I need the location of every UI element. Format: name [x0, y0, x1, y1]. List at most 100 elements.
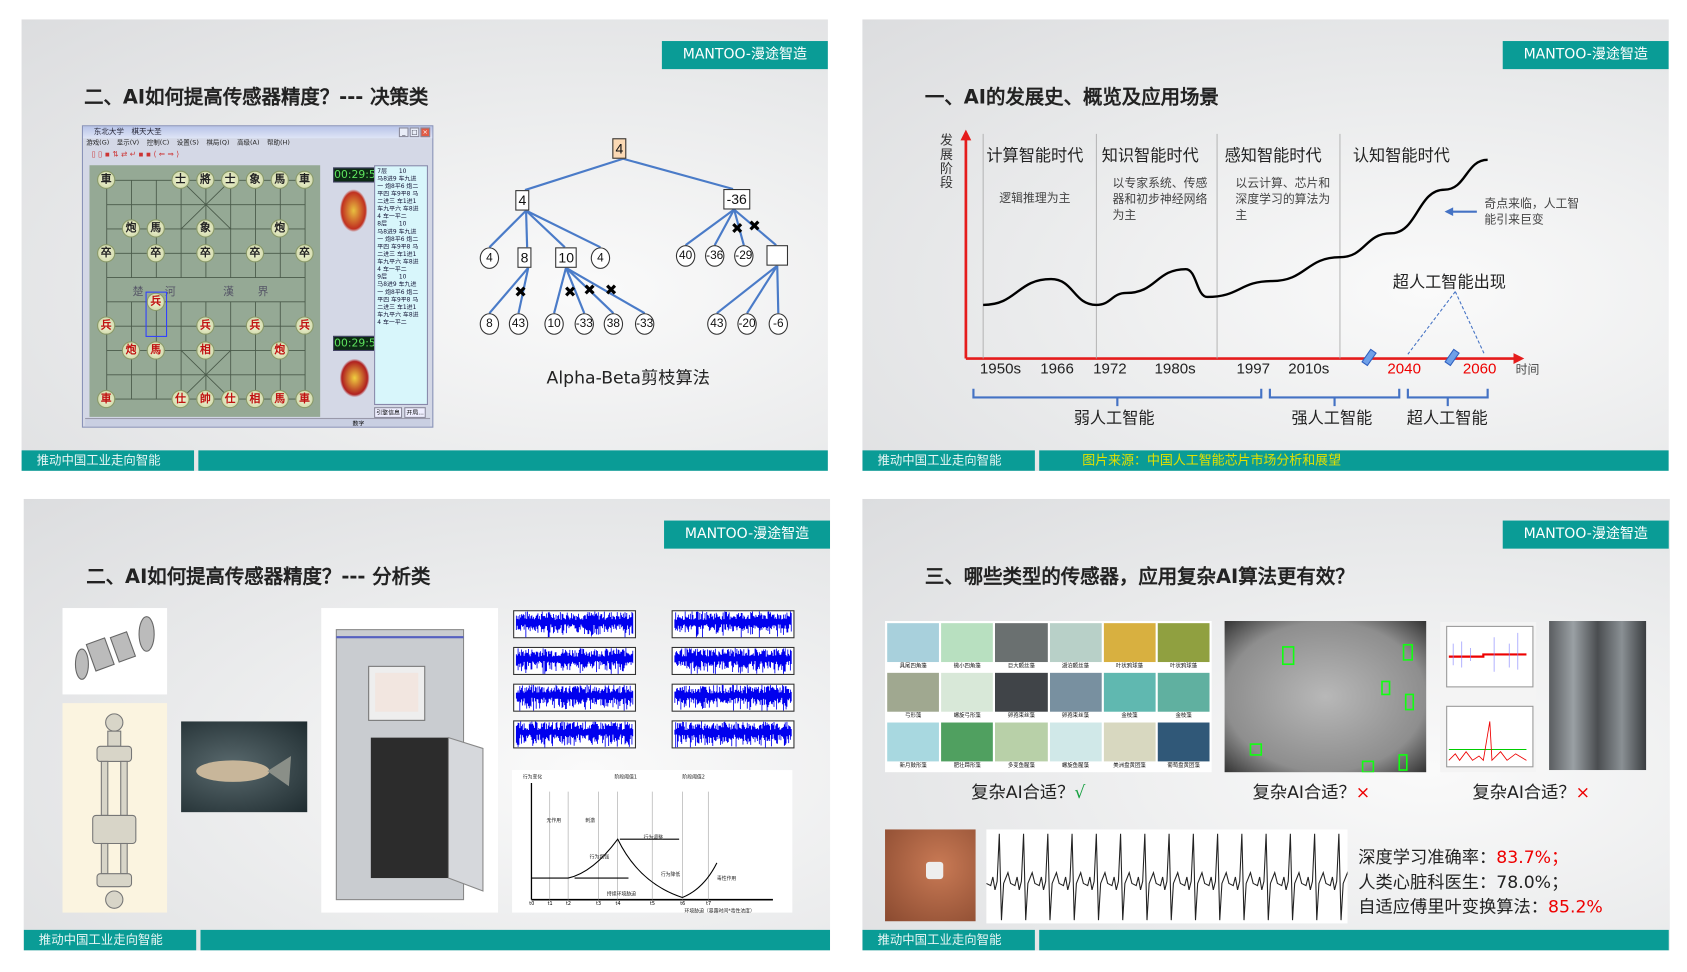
slide-title: 二、AI如何提高传感器精度？--- 决策类: [84, 86, 429, 110]
menu-item[interactable]: 显示(V): [116, 139, 140, 147]
chess-piece[interactable]: 帥: [196, 389, 215, 408]
chess-piece[interactable]: 車: [295, 389, 314, 408]
algae-label: 卵孢束丝藻: [1007, 712, 1035, 720]
tree-node: -33: [634, 313, 655, 335]
development-curve: [983, 158, 1488, 307]
close-icon[interactable]: ×: [420, 127, 431, 138]
chess-piece[interactable]: 車: [97, 170, 116, 189]
x-tick-label: 1980s: [1154, 359, 1196, 377]
chess-piece[interactable]: 兵: [245, 316, 265, 335]
menu-item[interactable]: 设置(S): [176, 139, 199, 147]
chess-piece[interactable]: 車: [97, 389, 116, 408]
chess-piece[interactable]: 卒: [245, 243, 265, 262]
chess-piece[interactable]: 卒: [295, 243, 314, 262]
footer: 推动中国工业走向智能: [21, 450, 828, 471]
chess-piece[interactable]: 馬: [270, 389, 289, 408]
tree-node: 10: [555, 247, 578, 268]
chess-board[interactable]: 楚河漢界車士將士象馬車炮馬象炮卒卒卒卒卒兵兵兵兵兵炮馬相炮車仕帥仕相馬車: [89, 165, 321, 417]
algae-label: 金枝藻: [1175, 712, 1192, 720]
tree-edge: [684, 208, 735, 247]
tree-node: 4: [479, 247, 500, 269]
behavior-chart-label: 行为增强: [589, 855, 610, 861]
vibration-waveform: [671, 646, 795, 676]
chess-piece[interactable]: 相: [245, 389, 265, 408]
algae-image: [887, 672, 940, 712]
chess-piece[interactable]: 炮: [270, 219, 289, 238]
tree-edge: [733, 209, 745, 246]
menu-item[interactable]: 高级(A): [237, 139, 260, 147]
tab-engine-info[interactable]: 引擎信息: [374, 407, 403, 418]
tree-node: 38: [603, 313, 624, 335]
behavior-tick: t3: [596, 901, 602, 908]
chess-piece[interactable]: 仕: [220, 389, 240, 408]
chess-piece[interactable]: 相: [196, 340, 215, 360]
chess-piece[interactable]: 炮: [270, 340, 289, 360]
algae-image: [1157, 672, 1210, 712]
move-line: 二进三 车1进1: [377, 304, 417, 312]
algae-sample: 巨大颤丝藻: [995, 623, 1048, 671]
chess-piece[interactable]: 卒: [97, 243, 116, 262]
suitability-caption: 复杂AI合适？×: [1253, 778, 1371, 804]
algae-sample: 金枝藻: [1157, 672, 1210, 721]
footer-slogan: 推动中国工业走向智能: [23, 929, 197, 951]
chess-piece[interactable]: 兵: [295, 316, 314, 335]
vibration-waveform: [671, 610, 795, 639]
menu-item[interactable]: 棋局(Q): [206, 139, 230, 147]
chess-piece[interactable]: 馬: [146, 219, 165, 238]
algae-image: [1049, 672, 1102, 712]
stage-brace: [1406, 388, 1489, 407]
tree-edge: [525, 209, 601, 249]
chess-piece[interactable]: 將: [196, 170, 215, 189]
chess-piece[interactable]: 馬: [146, 340, 165, 360]
chess-piece[interactable]: 卒: [196, 243, 215, 262]
tree-edge: [524, 157, 624, 192]
tree-edge: [713, 209, 736, 246]
chess-piece[interactable]: 兵: [146, 292, 165, 311]
slide-analysis: MANTOO-漫途智造 二、AI如何提高传感器精度？--- 分析类 行为变化阶段…: [23, 498, 831, 951]
river-label: 界: [257, 286, 269, 299]
algae-label: 螺旋弓形藻: [953, 712, 981, 720]
behavior-chart-label: 毒性作用: [716, 876, 737, 883]
chess-piece[interactable]: 士: [171, 170, 190, 189]
algae-image: [941, 722, 994, 762]
algae-sample: 卵孢束丝藻: [995, 672, 1048, 721]
behavior-tick: t6: [680, 901, 686, 908]
menu-item[interactable]: 控制(C): [146, 139, 170, 147]
maximize-icon[interactable]: □: [409, 127, 420, 138]
brand-badge: MANTOO-漫途智造: [1502, 520, 1669, 549]
menu-item[interactable]: 帮助(H): [267, 139, 290, 147]
caption-text: 复杂AI合适？: [971, 781, 1075, 803]
algae-image: [1103, 623, 1156, 663]
chess-piece[interactable]: 卒: [146, 243, 165, 262]
menu-item[interactable]: 游戏(G): [86, 139, 110, 147]
algae-image: [941, 672, 994, 712]
chess-piece[interactable]: 炮: [121, 340, 141, 360]
check-mark: √: [1074, 781, 1086, 803]
suitability-caption: 复杂AI合适？×: [1473, 778, 1591, 804]
chess-piece[interactable]: 馬: [270, 170, 289, 189]
chess-piece[interactable]: 象: [245, 170, 265, 189]
minimize-icon[interactable]: _: [398, 127, 409, 138]
behavior-chart-label: 行为降低: [660, 872, 681, 879]
stage-label: 超人工智能: [1406, 408, 1488, 428]
chess-piece[interactable]: 兵: [97, 316, 116, 335]
chess-piece[interactable]: 仕: [171, 389, 190, 408]
prune-x-icon: ✖: [583, 281, 596, 300]
era-title: 认知智能时代: [1352, 145, 1450, 166]
tree-node: 43: [707, 313, 727, 335]
prune-x-icon: ✖: [514, 284, 527, 302]
chess-piece[interactable]: 兵: [196, 316, 215, 335]
footer: 推动中国工业走向智能: [23, 929, 831, 951]
footer: 推动中国工业走向智能图片来源：中国人工智能芯片市场分析和展望: [862, 450, 1669, 471]
industrial-plant-image: [1549, 621, 1647, 771]
chess-piece[interactable]: 象: [196, 219, 215, 238]
algae-label: 叶状鸦球藻: [1170, 663, 1198, 670]
chess-piece[interactable]: 士: [220, 170, 240, 189]
player-avatar-top: [339, 189, 368, 233]
tab-opening[interactable]: 开局...: [404, 407, 427, 418]
algae-label: 葡萄盘黄团藻: [1167, 762, 1200, 769]
chess-piece[interactable]: 炮: [121, 219, 141, 238]
chess-piece[interactable]: 車: [295, 170, 314, 189]
tree-edge: [565, 266, 646, 315]
